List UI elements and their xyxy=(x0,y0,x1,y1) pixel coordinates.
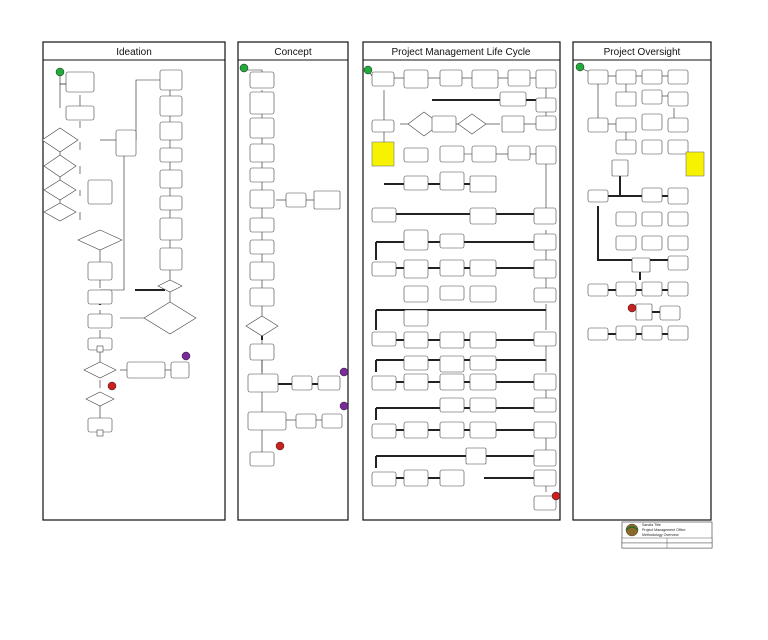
lane-ideation-title: Ideation xyxy=(116,47,152,58)
junction-square xyxy=(96,345,104,353)
process-step xyxy=(87,261,113,281)
pmlc-nodes xyxy=(363,65,561,511)
decision-diamond xyxy=(43,202,77,222)
end-circle xyxy=(107,381,117,391)
note-sticky xyxy=(685,151,705,177)
process-step xyxy=(87,179,113,205)
end-circle xyxy=(551,491,561,501)
lane-oversight-title: Project Oversight xyxy=(604,47,681,58)
connector-circle xyxy=(339,401,349,411)
start-circle xyxy=(239,63,249,73)
title-block-line1: Sandia Title xyxy=(642,523,661,527)
lane-pmlc-frame xyxy=(362,41,561,521)
start-circle xyxy=(575,62,585,72)
logo-arc xyxy=(625,526,639,531)
decision-diamond xyxy=(43,179,77,201)
title-block-line2: Project Management Office xyxy=(642,528,685,532)
process-step xyxy=(159,95,183,117)
junction-square xyxy=(96,429,104,437)
end-circle xyxy=(275,441,285,451)
process-step xyxy=(159,169,183,189)
process-step xyxy=(159,247,183,271)
oversight-nodes xyxy=(575,62,705,341)
process-step xyxy=(65,71,95,93)
lane-concept-title: Concept xyxy=(274,47,311,58)
connector-circle xyxy=(181,351,191,361)
decision-diamond xyxy=(157,279,183,293)
lane-oversight-frame xyxy=(572,41,712,521)
ideation-nodes xyxy=(41,67,197,437)
start-circle xyxy=(363,65,373,75)
process-step xyxy=(159,147,183,163)
concept-nodes xyxy=(239,63,349,467)
decision-diamond xyxy=(43,154,77,178)
note-sticky xyxy=(371,141,395,167)
process-step xyxy=(159,69,183,91)
decision-diamond xyxy=(85,391,115,407)
process-step xyxy=(159,195,183,211)
lane-pmlc-title: Project Management Life Cycle xyxy=(392,47,531,58)
process-step xyxy=(126,361,166,379)
process-step xyxy=(170,361,190,379)
decision-diamond xyxy=(143,301,197,335)
title-block: Sandia Title Project Management Office M… xyxy=(621,521,713,549)
decision-diamond xyxy=(41,127,79,153)
start-circle xyxy=(55,67,65,77)
end-circle xyxy=(627,303,637,313)
process-step xyxy=(159,121,183,141)
decision-diamond xyxy=(83,361,117,379)
lane-ideation-frame xyxy=(42,41,226,521)
decision-diamond xyxy=(77,229,123,251)
process-step xyxy=(159,217,183,241)
title-block-line3: Methodology Overview xyxy=(642,533,679,537)
process-step xyxy=(115,129,137,157)
process-step xyxy=(87,313,113,329)
connector-circle xyxy=(339,367,349,377)
logo-icon xyxy=(625,523,639,537)
process-step xyxy=(87,289,113,305)
process-step xyxy=(65,105,95,121)
